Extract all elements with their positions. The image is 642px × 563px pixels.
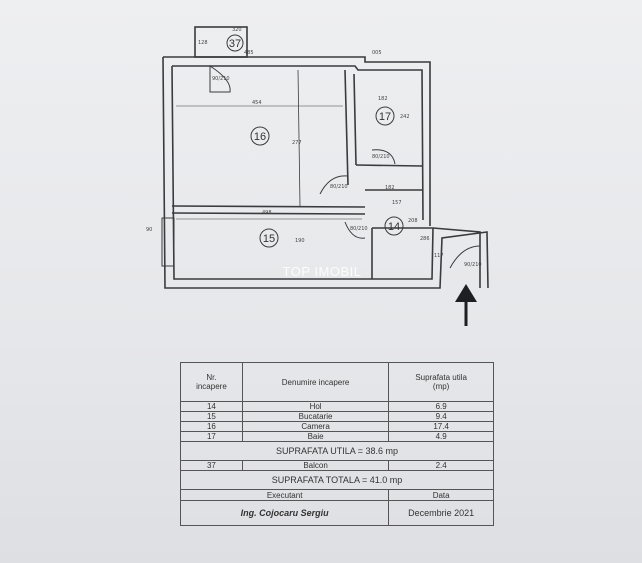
- room-circle-15: [259, 228, 279, 248]
- dim-room15-w: 498: [262, 210, 272, 216]
- room-number-16: 16: [254, 131, 266, 143]
- floor-plan: 37 16 17 15 14 320 128 485 005 454 277 1…: [146, 26, 489, 326]
- row-area: 4.9: [388, 431, 494, 442]
- dim-room17-h: 242: [400, 114, 410, 120]
- row-area: 17.4: [388, 421, 494, 432]
- row-area: 6.9: [388, 401, 494, 412]
- row-name: Camera: [241, 421, 390, 432]
- room-number-17: 17: [379, 111, 391, 123]
- table-header-row: Nr. incapere Denumire incapere Suprafata…: [180, 362, 494, 402]
- door-label-entry: 90/210: [464, 262, 482, 268]
- grand-total: SUPRAFATA TOTALA = 41.0 mp: [180, 470, 494, 490]
- row-nr: 37: [180, 460, 243, 471]
- header-area: Suprafata utila (mp): [388, 362, 494, 402]
- dim-room16-w: 454: [252, 100, 262, 106]
- room-number-37: 37: [229, 38, 241, 50]
- left-window: [161, 217, 175, 267]
- row-name: Bucatarie: [241, 411, 390, 422]
- room-circle-14: [384, 216, 404, 236]
- dim-hall-w2: 157: [392, 200, 402, 206]
- partition-16-17-b: [353, 73, 357, 166]
- partition-16-17: [344, 69, 349, 186]
- row-name: Baie: [241, 431, 390, 442]
- dim-balcony-w: 320: [232, 27, 242, 33]
- executant-label: Executant: [179, 489, 390, 501]
- dim-left-wall: 90: [146, 227, 152, 233]
- dim-balcony-door: 485: [244, 50, 254, 56]
- table-row: 14 Hol 6.9: [180, 401, 494, 412]
- door-swing-bathroom: [371, 149, 396, 165]
- dim-entry-w: 286: [420, 236, 430, 242]
- bathroom-wall: [355, 164, 423, 167]
- inner-wall: [171, 65, 434, 280]
- row-nr: 17: [180, 431, 243, 442]
- signature-labels-row: Executant Data: [179, 489, 494, 501]
- door-label-bathroom: 80/210: [372, 154, 390, 160]
- outer-wall-top: [163, 56, 431, 226]
- door-label-room15: 80/210: [350, 226, 368, 232]
- door-swing-room16: [319, 175, 349, 195]
- outer-wall: [162, 56, 489, 289]
- room-number-14: 14: [388, 221, 400, 233]
- table-row: 37 Balcon 2.4: [180, 460, 494, 471]
- dim-top-right: 005: [372, 50, 382, 56]
- date-label: Data: [388, 489, 494, 501]
- dim-room16-h: 277: [292, 140, 302, 146]
- entrance-arrow-icon: [455, 284, 477, 326]
- partition-16-15: [171, 205, 366, 208]
- table-row: 15 Bucatarie 9.4: [180, 411, 494, 422]
- room-number-15: 15: [263, 233, 275, 245]
- watermark: TOP IMOBIL: [283, 264, 362, 279]
- room-circle-37: [226, 34, 244, 52]
- door-swing-balcony: [209, 65, 231, 93]
- entry-wall: [432, 227, 481, 288]
- row-name: Balcon: [241, 460, 390, 471]
- room-circle-16: [250, 126, 270, 146]
- room16-line: [297, 69, 301, 207]
- door-label-balcony: 90/210: [212, 76, 230, 82]
- dim-room17-w: 182: [378, 96, 388, 102]
- table-row: 16 Camera 17.4: [180, 421, 494, 432]
- useful-total-row: SUPRAFATA UTILA = 38.6 mp: [180, 441, 494, 461]
- room-circle-17: [375, 106, 395, 126]
- signature-row: Ing. Cojocaru Sergiu Decembrie 2021: [179, 500, 494, 526]
- dim-entry-h: 117: [434, 253, 444, 259]
- door-label-room16: 80/210: [330, 184, 348, 190]
- dim-hall-h: 208: [408, 218, 418, 224]
- row-area: 9.4: [388, 411, 494, 422]
- row-nr: 16: [180, 421, 243, 432]
- row-nr: 14: [180, 401, 243, 412]
- inner-wall-top: [172, 65, 424, 221]
- dim-room15-h: 190: [295, 238, 305, 244]
- executant-name: Ing. Cojocaru Sergiu: [179, 500, 390, 526]
- header-name: Denumire incapere: [241, 362, 390, 402]
- date-value: Decembrie 2021: [388, 500, 494, 526]
- grand-total-row: SUPRAFATA TOTALA = 41.0 mp: [180, 470, 494, 490]
- header-nr: Nr. incapere: [180, 362, 243, 402]
- useful-total: SUPRAFATA UTILA = 38.6 mp: [180, 441, 494, 461]
- row-nr: 15: [180, 411, 243, 422]
- partition-16-15-b: [171, 212, 366, 215]
- row-name: Hol: [241, 401, 390, 412]
- dim-balcony-h: 128: [198, 40, 208, 46]
- dim-hall-w1: 182: [385, 185, 395, 191]
- area-table: Nr. incapere Denumire incapere Suprafata…: [179, 362, 494, 526]
- row-area: 2.4: [388, 460, 494, 471]
- floor-plan-drawing: 37 16 17 15 14 320 128 485 005 454 277 1…: [146, 26, 489, 326]
- table-row: 17 Baie 4.9: [180, 431, 494, 442]
- door-swing-room15: [344, 221, 366, 239]
- door-swing-entry: [449, 245, 481, 269]
